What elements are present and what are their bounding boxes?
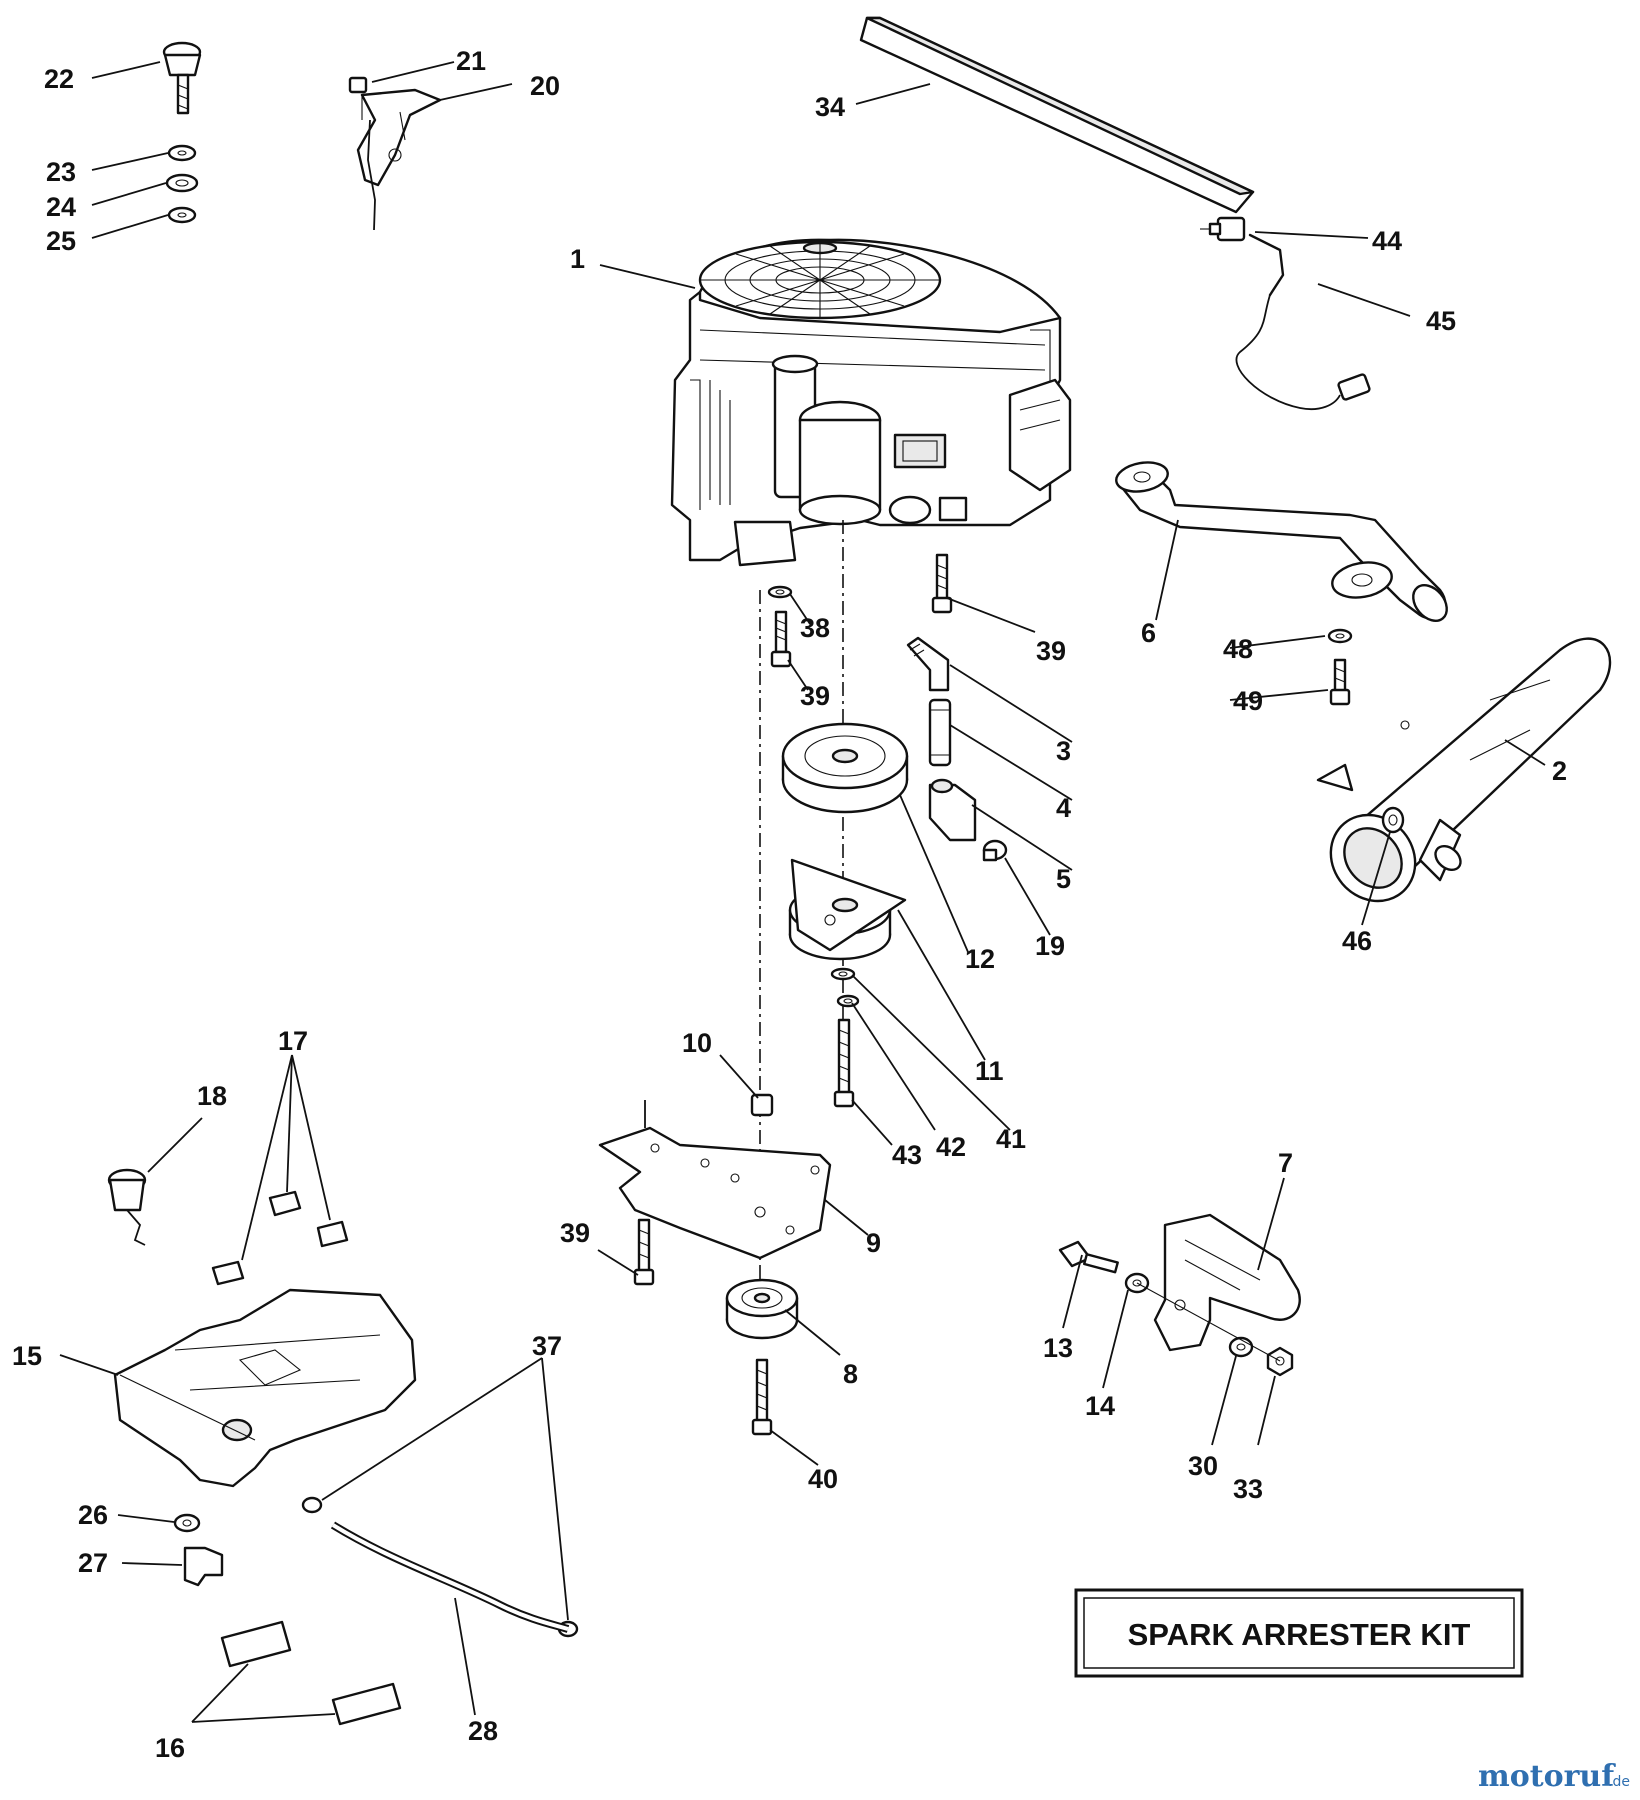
washer-part — [830, 967, 856, 981]
idler-pulley-part — [725, 1278, 799, 1340]
callout-label: 39 — [560, 1218, 590, 1248]
spark-arrester-kit-label: SPARK ARRESTER KIT — [1128, 1617, 1471, 1652]
pulley-part — [781, 722, 909, 814]
washer-part — [1327, 628, 1353, 644]
callout-label: 16 — [155, 1733, 185, 1763]
callout-label: 7 — [1278, 1148, 1293, 1178]
callout-label: 6 — [1141, 618, 1156, 648]
callout-label: 19 — [1035, 931, 1065, 961]
watermark-text: motoruf — [1478, 1759, 1616, 1794]
washer-part — [1228, 1336, 1254, 1358]
ground-wire-part — [1235, 233, 1371, 410]
callout-label: 39 — [1036, 636, 1066, 666]
callout-label: 15 — [12, 1341, 42, 1371]
pad-part — [220, 1620, 292, 1668]
grommet-part — [173, 1513, 201, 1533]
callout-label: 2 — [1552, 756, 1567, 786]
knob-part — [162, 41, 202, 115]
elbow-fitting-part — [906, 636, 950, 692]
bolt-part — [931, 553, 953, 614]
lock-washer-part — [165, 173, 199, 193]
bar-part — [859, 16, 1255, 214]
watermark-suffix: .de — [1608, 1774, 1630, 1790]
cap-part — [982, 839, 1008, 862]
callout-label: 44 — [1372, 226, 1402, 256]
callout-label: 28 — [468, 1716, 498, 1746]
callout-label: 26 — [78, 1500, 108, 1530]
fitting-part — [183, 1546, 224, 1587]
nipple-part — [928, 698, 952, 767]
clamp-part — [301, 1496, 323, 1514]
callout-label: 17 — [278, 1026, 308, 1056]
callout-label: 45 — [1426, 306, 1456, 336]
pad-part — [211, 1260, 245, 1286]
washer-part — [167, 206, 197, 224]
clutch-part — [788, 858, 907, 961]
callout-label: 30 — [1188, 1451, 1218, 1481]
callout-label: 38 — [800, 613, 830, 643]
callout-label: 20 — [530, 71, 560, 101]
muffler-part — [1316, 637, 1612, 903]
fuel-cap-part — [107, 1168, 147, 1246]
callout-label: 21 — [456, 46, 486, 76]
callout-label: 46 — [1342, 926, 1372, 956]
callout-label: 9 — [866, 1228, 881, 1258]
fuel-tank-part — [113, 1288, 417, 1488]
callout-label: 12 — [965, 944, 995, 974]
fuel-line-part — [330, 1521, 570, 1633]
callout-label: 41 — [996, 1124, 1026, 1154]
assembly-line — [1136, 1282, 1281, 1362]
callout-label: 23 — [46, 157, 76, 187]
washer-part — [767, 585, 793, 599]
bolt-part — [1200, 216, 1246, 242]
callout-label: 39 — [800, 681, 830, 711]
bolt-part — [833, 1018, 855, 1108]
exhaust-pipe-part — [1115, 461, 1448, 622]
callout-label: 34 — [815, 92, 845, 122]
callout-label: 8 — [843, 1359, 858, 1389]
elbow-part — [928, 778, 977, 842]
callout-label: 1 — [570, 244, 585, 274]
callout-label: 18 — [197, 1081, 227, 1111]
callout-label: 5 — [1056, 864, 1071, 894]
gasket-part — [1381, 806, 1405, 834]
callout-label: 24 — [46, 192, 76, 222]
washer-part — [836, 994, 860, 1008]
leader-lines — [59, 61, 1546, 1723]
callout-label: 27 — [78, 1548, 108, 1578]
callout-label: 49 — [1233, 686, 1263, 716]
callout-label: 13 — [1043, 1333, 1073, 1363]
control-bracket-part — [348, 76, 442, 231]
pad-part — [316, 1220, 349, 1248]
callout-label: 3 — [1056, 736, 1071, 766]
callout-label: 11 — [975, 1056, 1004, 1086]
callout-label: 10 — [682, 1028, 712, 1058]
nut-part — [1266, 1346, 1294, 1377]
spacer-part — [750, 1093, 774, 1117]
bolt-part — [1329, 658, 1351, 706]
bolt-part — [751, 1358, 773, 1436]
pad-part — [268, 1190, 302, 1217]
bracket-part — [598, 1100, 832, 1260]
watermark: motoruf .de — [1478, 1759, 1630, 1794]
callout-label: 4 — [1056, 793, 1071, 823]
spark-arrester-kit-box: SPARK ARRESTER KIT — [1074, 1588, 1524, 1678]
callout-label: 43 — [892, 1140, 922, 1170]
engine-part — [670, 238, 1072, 567]
callout-label: 42 — [936, 1132, 966, 1162]
bolt-part — [1058, 1240, 1119, 1274]
callout-label: 40 — [808, 1464, 838, 1494]
callout-label: 48 — [1223, 634, 1253, 664]
bolt-part — [633, 1218, 655, 1286]
washer-part — [167, 144, 197, 162]
callout-label: 25 — [46, 226, 76, 256]
bracket-part — [1153, 1213, 1301, 1352]
callout-label: 22 — [44, 64, 74, 94]
callout-label: 37 — [532, 1331, 562, 1361]
callout-label: 33 — [1233, 1474, 1263, 1504]
bolt-part — [770, 610, 792, 668]
callout-label: 14 — [1085, 1391, 1115, 1421]
pad-part — [331, 1682, 402, 1726]
